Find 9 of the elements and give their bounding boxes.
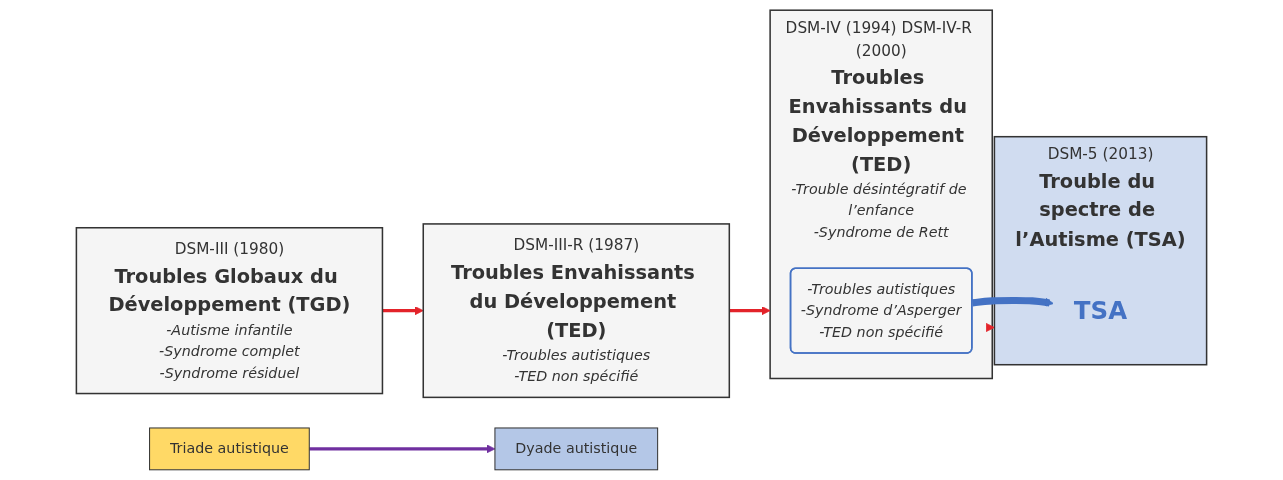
node-text: TSA — [1073, 296, 1128, 325]
node-box: DSM-III-R (1987) Troubles Envahissants du Développement (TED) -Troubles autistiques -TED non spécifié — [422, 223, 731, 399]
node-box: Triade autistique — [149, 427, 310, 471]
arrow — [382, 306, 424, 316]
arrow — [971, 296, 1054, 307]
node-box: Dyade autistique — [494, 427, 659, 471]
arrow — [729, 306, 771, 316]
node-box: DSM-III (1980) Troubles Globaux du Développement (TGD) -Autisme infantile -Syndrome complet -Syndrome résiduel — [75, 227, 384, 395]
arrow — [985, 323, 995, 332]
